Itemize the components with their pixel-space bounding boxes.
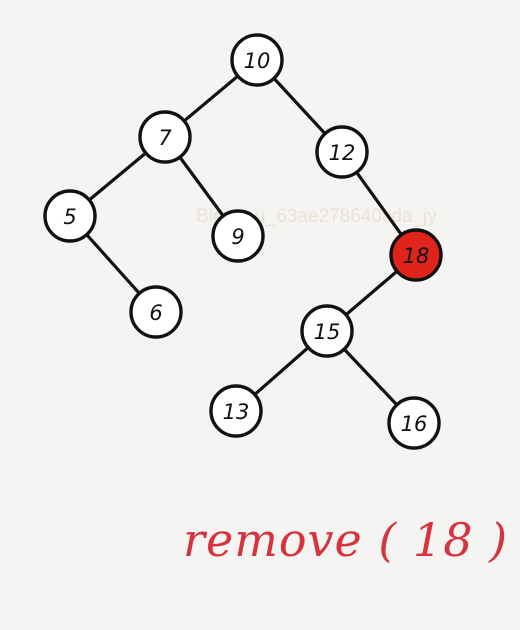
node-circle [209, 384, 263, 438]
node-circle [138, 110, 192, 164]
tree-node-7: 7 [138, 110, 192, 164]
node-circle [211, 209, 265, 263]
node-circle [230, 33, 284, 87]
tree-node-12: 12 [315, 125, 369, 179]
node-circle [129, 285, 183, 339]
node-circle [300, 304, 354, 358]
nodes-layer: 10 7 12 5 9 18 6 15 13 16 [43, 33, 443, 450]
tree-node-13: 13 [209, 384, 263, 438]
node-label: 7 [158, 126, 172, 150]
node-label: 6 [149, 301, 162, 325]
node-label: 10 [244, 49, 271, 73]
node-label: 13 [223, 400, 250, 424]
node-label: 16 [401, 412, 428, 436]
node-label: 12 [329, 141, 356, 165]
node-circle [389, 228, 443, 282]
caption-text: remove ( 18 ) [183, 513, 508, 567]
node-label: 15 [314, 320, 341, 344]
node-circle [387, 396, 441, 450]
tree-node-18: 18 [389, 228, 443, 282]
tree-node-15: 15 [300, 304, 354, 358]
tree-node-16: 16 [387, 396, 441, 450]
tree-node-9: 9 [211, 209, 265, 263]
tree-node-10: 10 [230, 33, 284, 87]
node-label: 18 [403, 244, 430, 268]
node-label: 9 [231, 225, 244, 249]
node-circle [43, 189, 97, 243]
tree-node-5: 5 [43, 189, 97, 243]
node-label: 5 [63, 205, 76, 229]
tree-node-6: 6 [129, 285, 183, 339]
node-circle [315, 125, 369, 179]
